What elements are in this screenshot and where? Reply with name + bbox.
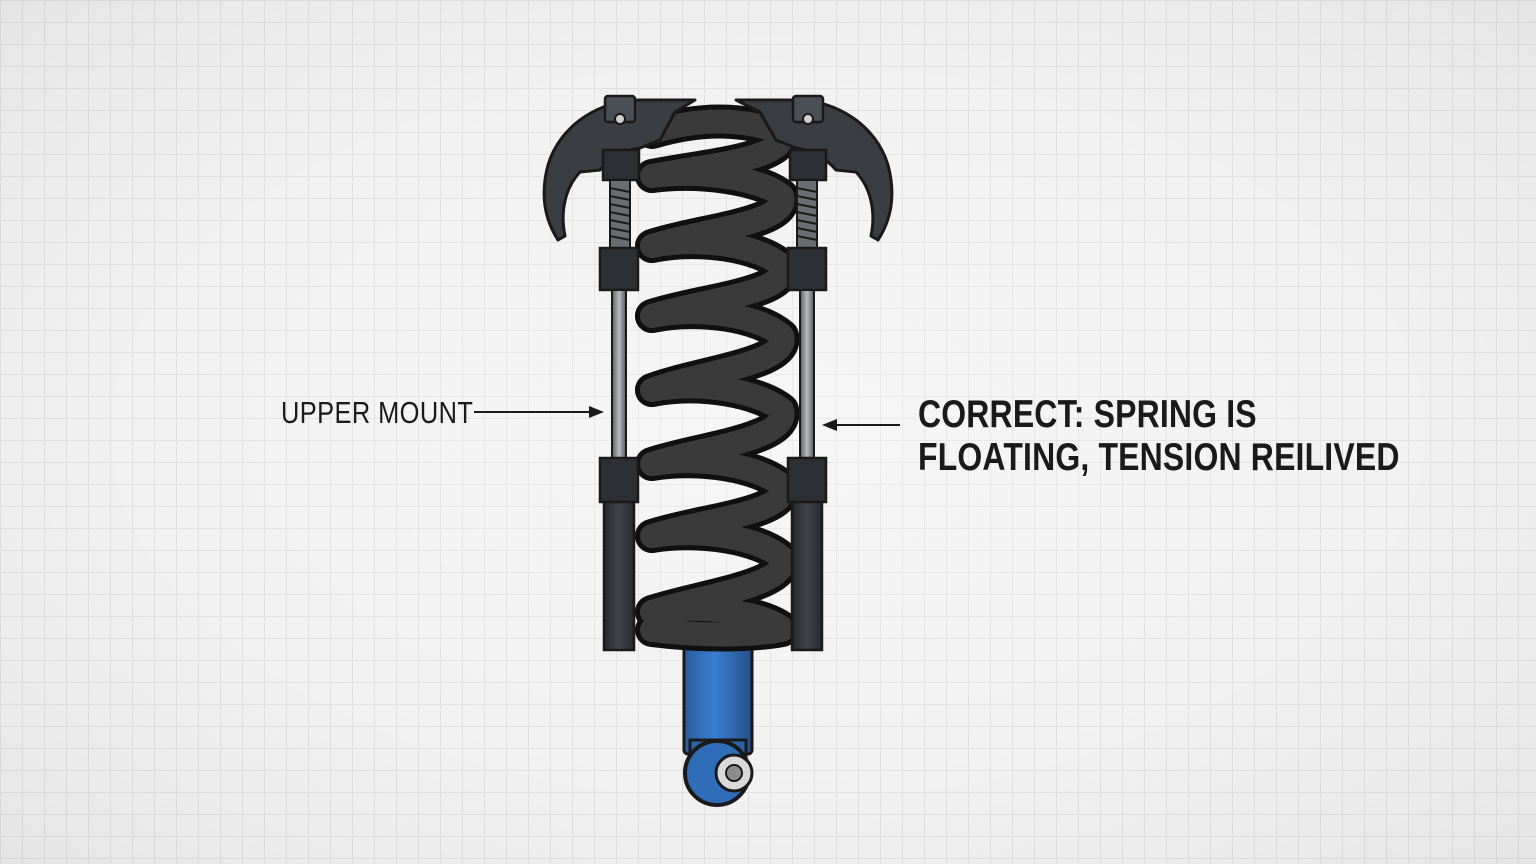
spring-compressor-right: [734, 94, 894, 652]
label-upper-mount: UPPER MOUNT: [281, 395, 474, 430]
label-correct-line2: FLOATING, TENSION REILIVED: [918, 436, 1400, 479]
label-correct-status: CORRECT: SPRING IS FLOATING, TENSION REI…: [918, 393, 1400, 479]
leader-arrow-right: [822, 419, 900, 431]
label-correct-line1: CORRECT: SPRING IS: [918, 393, 1257, 436]
threaded-rod-right: [799, 289, 815, 459]
leader-arrow-left: [474, 406, 604, 418]
spring-compressor-left: [542, 94, 697, 652]
threaded-rod-left: [611, 289, 627, 459]
coil-spring: [635, 104, 800, 652]
shock-absorber: [679, 592, 757, 807]
